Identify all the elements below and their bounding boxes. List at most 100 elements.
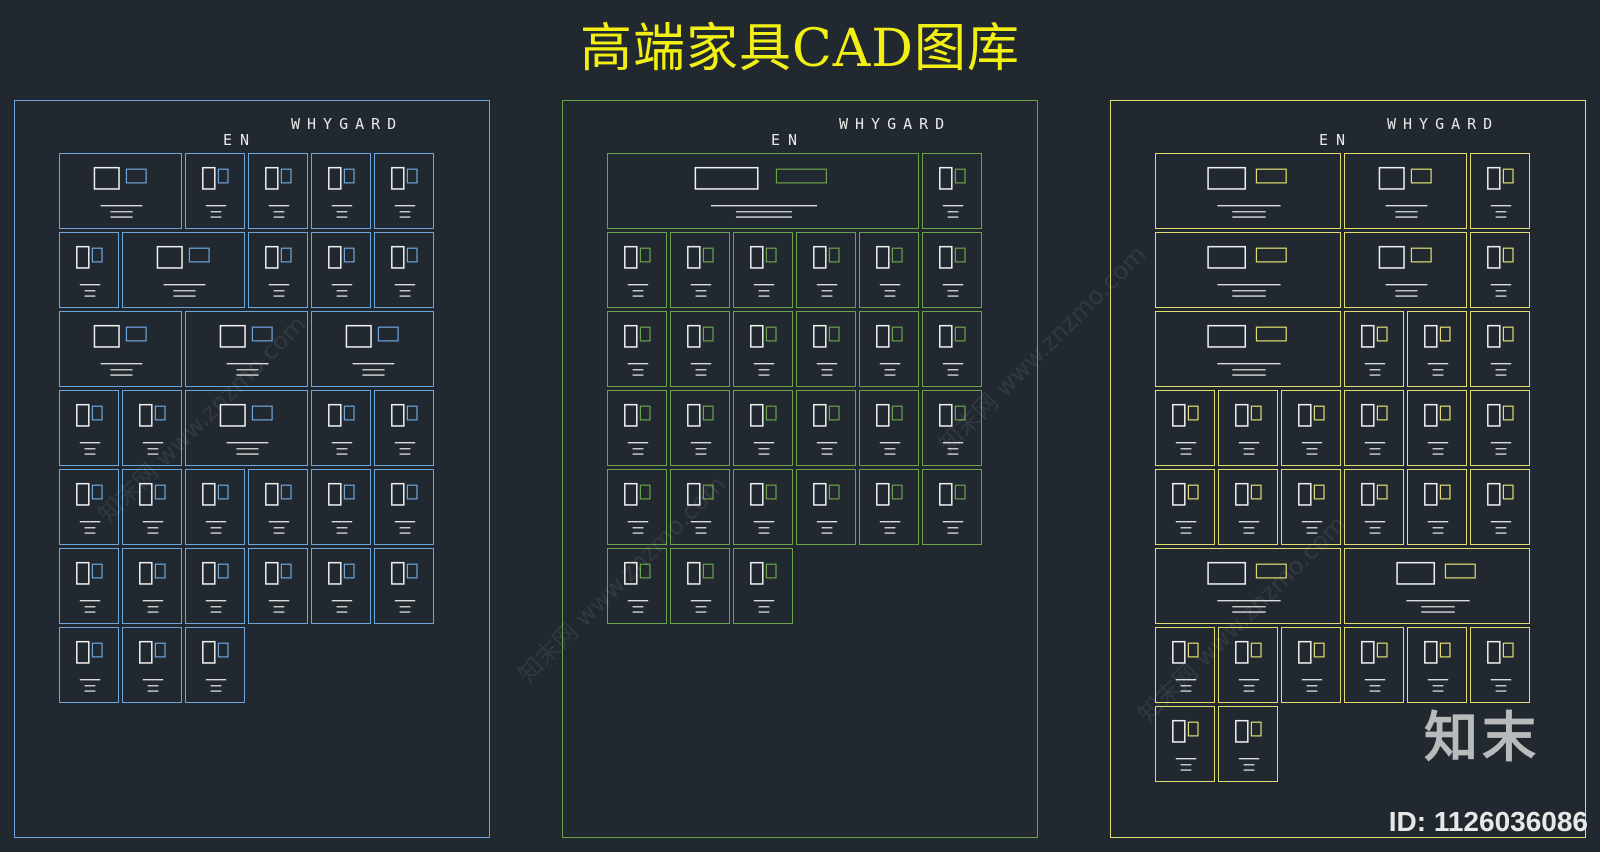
- cad-block-cell[interactable]: [922, 232, 982, 308]
- cad-block-cell[interactable]: [1281, 469, 1341, 545]
- cad-sheet-3[interactable]: EN WHYGARD: [1110, 100, 1586, 838]
- cad-block-cell[interactable]: [122, 232, 245, 308]
- cad-sheet-2[interactable]: EN WHYGARD: [562, 100, 1038, 838]
- cad-block-cell[interactable]: [1281, 390, 1341, 466]
- cad-block-cell[interactable]: [59, 469, 119, 545]
- cad-block-cell[interactable]: [59, 153, 182, 229]
- cad-block-cell[interactable]: [1470, 469, 1530, 545]
- cad-block-cell[interactable]: [1344, 627, 1404, 703]
- furniture-drawing-icon: [76, 640, 103, 692]
- cad-block-cell[interactable]: [311, 311, 434, 387]
- cad-block-cell[interactable]: [311, 232, 371, 308]
- cad-block-cell[interactable]: [796, 311, 856, 387]
- cad-block-cell[interactable]: [1155, 153, 1341, 229]
- cad-block-cell[interactable]: [607, 153, 919, 229]
- cad-block-cell[interactable]: [607, 232, 667, 308]
- cad-block-cell[interactable]: [311, 153, 371, 229]
- cad-sheet-1[interactable]: EN WHYGARD: [14, 100, 490, 838]
- cad-block-cell[interactable]: [670, 469, 730, 545]
- cad-block-cell[interactable]: [733, 311, 793, 387]
- cad-block-cell[interactable]: [374, 548, 434, 624]
- cad-block-cell[interactable]: [185, 548, 245, 624]
- cad-block-cell[interactable]: [859, 390, 919, 466]
- cad-block-cell[interactable]: [1407, 390, 1467, 466]
- cad-block-cell[interactable]: [922, 153, 982, 229]
- cad-block-cell[interactable]: [922, 390, 982, 466]
- cad-block-cell[interactable]: [670, 548, 730, 624]
- cad-block-cell[interactable]: [1155, 706, 1215, 782]
- cad-block-cell[interactable]: [59, 390, 119, 466]
- cad-block-cell[interactable]: [859, 469, 919, 545]
- cad-block-cell[interactable]: [1344, 153, 1467, 229]
- cad-block-cell[interactable]: [733, 390, 793, 466]
- cad-block-cell[interactable]: [122, 469, 182, 545]
- cad-block-cell[interactable]: [1218, 390, 1278, 466]
- cad-block-cell[interactable]: [59, 627, 119, 703]
- cad-block-cell[interactable]: [1344, 232, 1467, 308]
- cad-block-cell[interactable]: [248, 469, 308, 545]
- cad-block-cell[interactable]: [607, 469, 667, 545]
- cad-block-cell[interactable]: [1470, 627, 1530, 703]
- cad-block-cell[interactable]: [607, 390, 667, 466]
- cad-block-cell[interactable]: [1155, 390, 1215, 466]
- cad-block-cell[interactable]: [1344, 548, 1530, 624]
- cad-block-cell[interactable]: [796, 390, 856, 466]
- cad-block-cell[interactable]: [374, 153, 434, 229]
- cad-block-cell[interactable]: [59, 311, 182, 387]
- cad-block-cell[interactable]: [374, 469, 434, 545]
- cad-block-cell[interactable]: [1218, 627, 1278, 703]
- cad-block-cell[interactable]: [1344, 469, 1404, 545]
- cad-block-cell[interactable]: [796, 469, 856, 545]
- cad-block-cell[interactable]: [311, 548, 371, 624]
- cad-block-cell[interactable]: [670, 390, 730, 466]
- cad-block-cell[interactable]: [733, 548, 793, 624]
- cad-block-cell[interactable]: [607, 311, 667, 387]
- cad-block-cell[interactable]: [248, 548, 308, 624]
- cad-block-cell[interactable]: [1344, 311, 1404, 387]
- cad-block-cell[interactable]: [859, 232, 919, 308]
- cad-block-cell[interactable]: [1218, 706, 1278, 782]
- cad-block-cell[interactable]: [185, 390, 308, 466]
- cad-block-cell[interactable]: [607, 548, 667, 624]
- cad-block-cell[interactable]: [922, 311, 982, 387]
- cad-block-cell[interactable]: [185, 627, 245, 703]
- cad-block-cell[interactable]: [374, 232, 434, 308]
- cad-block-cell[interactable]: [670, 232, 730, 308]
- cad-block-cell[interactable]: [1155, 548, 1341, 624]
- cad-block-cell[interactable]: [1407, 469, 1467, 545]
- cad-block-cell[interactable]: [1218, 469, 1278, 545]
- cad-block-cell[interactable]: [248, 232, 308, 308]
- cad-block-cell[interactable]: [1155, 627, 1215, 703]
- cad-block-cell[interactable]: [311, 469, 371, 545]
- cad-block-cell[interactable]: [733, 232, 793, 308]
- cad-block-cell[interactable]: [248, 153, 308, 229]
- cad-block-cell[interactable]: [922, 469, 982, 545]
- cad-block-cell[interactable]: [1155, 311, 1341, 387]
- furniture-drawing-icon: [328, 245, 355, 297]
- cad-block-cell[interactable]: [374, 390, 434, 466]
- cad-block-cell[interactable]: [796, 232, 856, 308]
- cad-block-cell[interactable]: [1470, 232, 1530, 308]
- cad-block-cell[interactable]: [122, 627, 182, 703]
- cad-block-cell[interactable]: [311, 390, 371, 466]
- cad-block-cell[interactable]: [1470, 153, 1530, 229]
- cad-block-cell[interactable]: [59, 548, 119, 624]
- cad-block-cell[interactable]: [122, 390, 182, 466]
- cad-block-cell[interactable]: [1344, 390, 1404, 466]
- cad-block-cell[interactable]: [1470, 390, 1530, 466]
- cad-block-cell[interactable]: [59, 232, 119, 308]
- cad-block-cell[interactable]: [859, 311, 919, 387]
- cad-block-cell[interactable]: [122, 548, 182, 624]
- cad-block-cell[interactable]: [185, 153, 245, 229]
- cad-block-cell[interactable]: [1470, 311, 1530, 387]
- cad-block-cell[interactable]: [185, 469, 245, 545]
- cad-block-cell[interactable]: [1407, 311, 1467, 387]
- cad-block-cell[interactable]: [185, 311, 308, 387]
- cad-block-cell[interactable]: [1281, 627, 1341, 703]
- cad-block-cell[interactable]: [1155, 469, 1215, 545]
- furniture-drawing-icon: [1361, 640, 1388, 692]
- cad-block-cell[interactable]: [1407, 627, 1467, 703]
- cad-block-cell[interactable]: [670, 311, 730, 387]
- cad-block-cell[interactable]: [1155, 232, 1341, 308]
- cad-block-cell[interactable]: [733, 469, 793, 545]
